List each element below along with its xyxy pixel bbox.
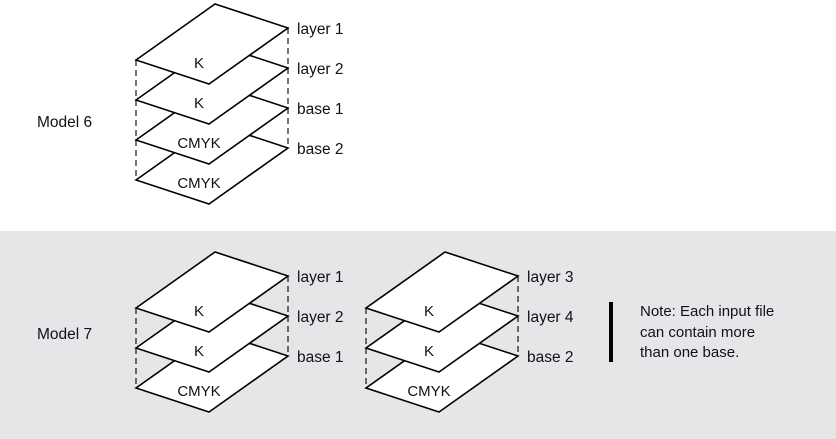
- plane-content-label: K: [194, 55, 204, 72]
- plane-shape: [134, 3, 290, 85]
- plane-shape: [134, 251, 290, 333]
- plane-side-label: layer 1: [297, 21, 344, 38]
- note-line: can contain more: [640, 323, 756, 341]
- plane-side-label: base 2: [297, 141, 344, 158]
- plane-side-label: layer 2: [297, 61, 344, 78]
- plane-side-label: layer 2: [297, 309, 344, 326]
- note-line: Note: Each input file: [640, 303, 775, 320]
- plane-content-label: CMYK: [407, 383, 450, 400]
- plane-content-label: CMYK: [177, 383, 220, 400]
- note-line: than one base.: [640, 344, 740, 361]
- plane-content-label: CMYK: [177, 135, 220, 152]
- plane-side-label: layer 1: [297, 269, 344, 286]
- plane-side-label: base 1: [297, 101, 344, 118]
- plane-shape: [364, 251, 520, 333]
- plane-content-label: K: [194, 95, 204, 112]
- layer-plane: K: [134, 3, 290, 85]
- plane-side-label: base 1: [297, 349, 344, 366]
- model-7-label: Model 7: [37, 326, 93, 343]
- plane-side-label: base 2: [527, 349, 574, 366]
- plane-content-label: K: [194, 343, 204, 360]
- plane-side-label: layer 3: [527, 269, 574, 286]
- plane-content-label: K: [424, 303, 434, 320]
- layer-plane: K: [364, 251, 520, 333]
- layer-plane: CMYK: [364, 331, 520, 413]
- plane-side-label: layer 4: [527, 309, 574, 326]
- layer-plane: K: [134, 251, 290, 333]
- note-bar: [609, 302, 613, 362]
- plane-content-label: K: [194, 303, 204, 320]
- plane-content-label: K: [424, 343, 434, 360]
- plane-content-label: CMYK: [177, 175, 220, 192]
- note-text: Note: Each input file can contain more t…: [640, 302, 830, 364]
- model-6-label: Model 6: [37, 114, 93, 131]
